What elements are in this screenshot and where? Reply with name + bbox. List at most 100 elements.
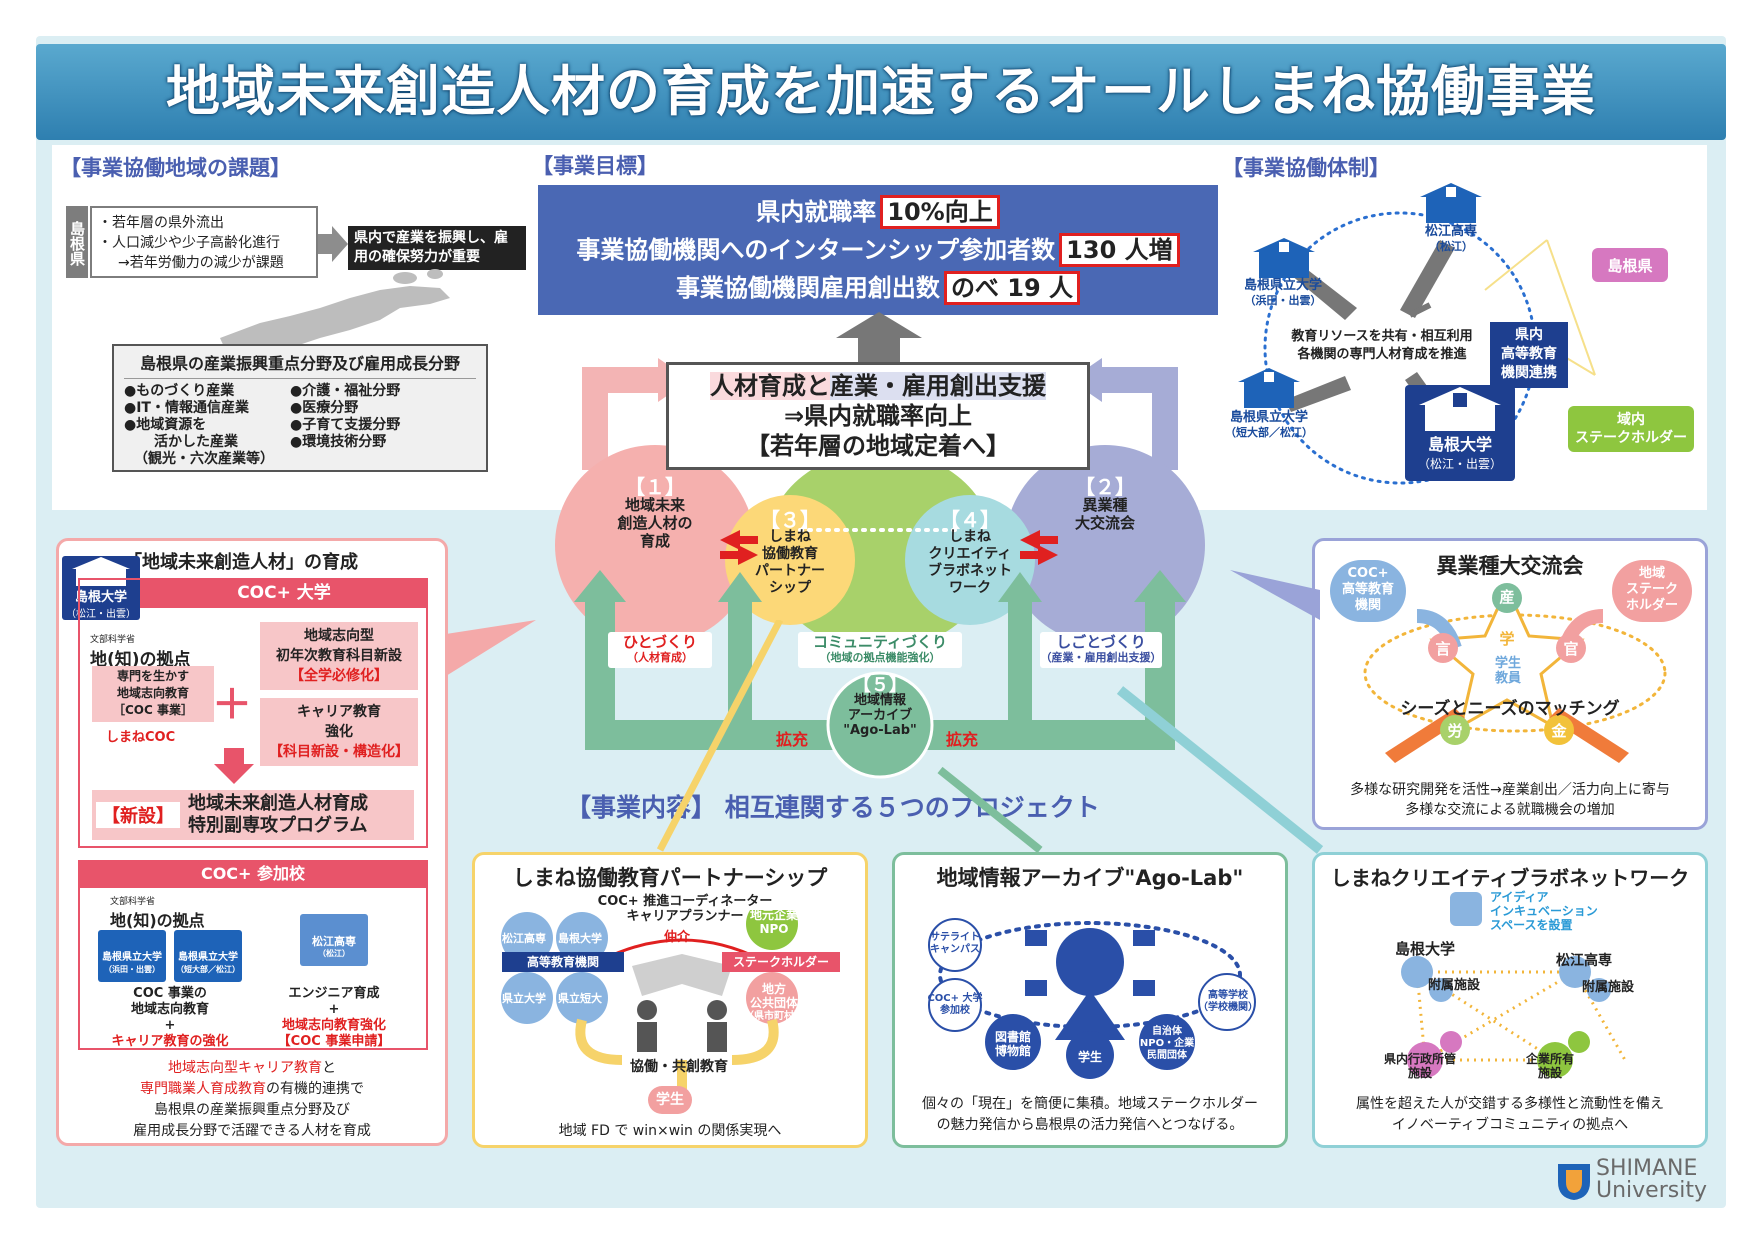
project-1[interactable]: 【１】地域未来創造人材の育成 bbox=[600, 477, 710, 550]
project-5[interactable]: 【５】地域情報アーカイブ"Ago-Lab" bbox=[825, 677, 935, 739]
kigyo-label: 企業所有施設 bbox=[1508, 1052, 1592, 1080]
goal-3-label: 事業協働機関雇用創出数 bbox=[675, 274, 940, 302]
goal-2-label: 事業協働機関へのインターンシップ参加者数 bbox=[576, 236, 1056, 264]
text-line: + bbox=[164, 1018, 176, 1033]
satellite-label: サテライトキャンパス bbox=[925, 932, 985, 956]
label-main: 島根県立大学 bbox=[102, 952, 162, 963]
creative-diagram bbox=[1401, 892, 1627, 1078]
logo-line-2: University bbox=[1596, 1178, 1707, 1203]
center-line-3: 【若年層の地域定着へ】 bbox=[746, 432, 1010, 460]
connector-lines bbox=[656, 620, 1324, 854]
project-name: 大交流会 bbox=[1074, 514, 1135, 532]
center-line: 各機関の専門人材育成を推進 bbox=[1297, 347, 1467, 362]
seal-kan: 官 bbox=[1563, 640, 1579, 658]
project-2[interactable]: 【２】異業種大交流会 bbox=[1050, 475, 1160, 532]
area-item: ●環境技術分野 bbox=[290, 434, 387, 450]
structure-center: 教育リソースを共有・相互利用各機関の専門人材育成を推進 bbox=[1282, 328, 1482, 364]
program-line: 特別副専攻プログラム bbox=[188, 815, 368, 836]
bubble-line: 公共団体 bbox=[749, 996, 798, 1010]
high-school-label: 高等学校（学校機関） bbox=[1198, 990, 1258, 1014]
network-box: 県内高等教育機関連携 bbox=[1490, 322, 1568, 388]
library-label: 図書館博物館 bbox=[985, 1030, 1041, 1058]
label-line: COC+ 大学 bbox=[927, 993, 983, 1004]
text-line: エンジニア育成 bbox=[288, 986, 380, 1001]
label-sub: （短大部／松江） bbox=[176, 965, 240, 974]
stake-bubble: 地域ステークホルダー bbox=[1612, 560, 1692, 622]
project-name: 地域未来 bbox=[624, 496, 685, 514]
partner-diagram bbox=[501, 910, 798, 1090]
label-sub: （松江・出雲） bbox=[66, 609, 136, 620]
areas-box: 島根県の産業振興重点分野及び雇用成長分野 ●ものづくり産業 ●IT・情報通信産業… bbox=[112, 344, 488, 472]
project-name: 異業種 bbox=[1082, 496, 1128, 514]
stakeholder-line: ステークホルダー bbox=[1575, 430, 1687, 446]
arrow-right-icon bbox=[318, 226, 348, 262]
school-bubble: 県立短大 bbox=[558, 992, 602, 1005]
school-bubble: 島根大学 bbox=[558, 932, 602, 945]
label-main: ひとづくり bbox=[623, 633, 697, 651]
text-red: 【COC 事業申請】 bbox=[277, 1034, 391, 1049]
areas-title: 島根県の産業振興重点分野及び雇用成長分野 bbox=[124, 350, 476, 379]
project-num: 【２】 bbox=[1075, 475, 1135, 499]
shigoto-label: しごとづくり（産業・雇用創出支援） bbox=[1040, 632, 1162, 668]
student-label: 学生教員 bbox=[1480, 656, 1536, 686]
school-bubble: 松江高専 bbox=[502, 932, 546, 945]
text-line: COC 事業の bbox=[133, 986, 207, 1001]
chi-small: 文部科学省 bbox=[90, 635, 136, 645]
semmon-line: ［COC 事業］ bbox=[113, 703, 193, 717]
seal-kin: 金 bbox=[1551, 722, 1567, 740]
goals-heading: 【事業目標】 bbox=[532, 154, 658, 178]
agolab-diagram bbox=[928, 918, 1256, 1079]
areas-left: ●ものづくり産業 ●IT・情報通信産業 ●地域資源を 活かした産業 （観光・六次… bbox=[124, 383, 274, 468]
areas-right: ●介護・福祉分野 ●医療分野 ●子育て支援分野 ●環境技術分野 bbox=[290, 383, 400, 468]
fuzoku-label-2: 附属施設 bbox=[1582, 980, 1635, 995]
seal-gen: 言 bbox=[1435, 640, 1451, 658]
coc-univ-header: COC+ 大学 bbox=[140, 578, 428, 608]
label-line: （学校機関） bbox=[1198, 1002, 1258, 1013]
label-line: 図書館 bbox=[994, 1030, 1031, 1044]
project-3[interactable]: 【３】しまね協働教育パートナーシップ bbox=[735, 510, 845, 597]
cocreate-label: 協働・共創教育 bbox=[630, 1059, 728, 1075]
project-name: しまね bbox=[769, 529, 811, 545]
creative-panel bbox=[1312, 852, 1708, 1148]
partner-bottom: 地域 FD で win×win の関係実現へ bbox=[558, 1123, 782, 1139]
project-name: 協働教育 bbox=[762, 546, 818, 562]
bubble-line: NPO bbox=[759, 922, 789, 936]
project-name: シップ bbox=[769, 580, 811, 596]
bubble-line: 地方 bbox=[761, 982, 786, 996]
project-name: "Ago-Lab" bbox=[843, 723, 917, 738]
seal-ro: 労 bbox=[1447, 722, 1463, 740]
new-tag: 【新設】 bbox=[96, 802, 180, 828]
expand-right: 拡充 bbox=[946, 730, 979, 749]
label-line: サテライト bbox=[930, 932, 980, 943]
bubble-line: 地元企業 bbox=[749, 908, 798, 922]
label-sub: （産業・雇用創出支援） bbox=[1040, 651, 1162, 664]
center-line-2: ⇒県内就職率向上 bbox=[783, 402, 973, 430]
label-line: 県内行政所管 bbox=[1383, 1052, 1456, 1066]
arrow-up-icon bbox=[836, 312, 922, 362]
center-l1a: 人材育成と bbox=[710, 372, 830, 400]
text-line: 個々の「現在」を簡便に集積。地域ステークホルダー bbox=[922, 1096, 1258, 1112]
school-icon: 松江高専（松江） bbox=[300, 914, 368, 966]
project-name: クリエイティ bbox=[928, 546, 1012, 562]
goal-1-value: 10%向上 bbox=[880, 195, 1000, 229]
network-line: 高等教育 bbox=[1501, 346, 1557, 362]
issue-3: →若年労働力の減少が課題 bbox=[118, 255, 284, 271]
label-line: 自治体 bbox=[1152, 1026, 1182, 1037]
label-line: 学生 bbox=[1494, 656, 1521, 671]
text: 雇用成長分野で活躍できる人材を育成 bbox=[133, 1123, 371, 1139]
text-line: イノベーティブコミュニティの拠点へ bbox=[1391, 1117, 1629, 1133]
program-box: 【新設】 地域未来創造人材育成特別副専攻プログラム bbox=[92, 790, 414, 840]
box-line: 初年次教育科目新設 bbox=[276, 648, 402, 664]
student-label: 学生 bbox=[1077, 1050, 1102, 1064]
project-name: 地域情報 bbox=[853, 693, 906, 708]
box-1: 地域志向型初年次教育科目新設【全学必修化】 bbox=[260, 622, 418, 690]
callout-pointer bbox=[1230, 570, 1320, 620]
seal-gaku: 学 bbox=[1499, 630, 1515, 648]
community-label: コミュニティづくり（地域の拠点機能強化） bbox=[798, 632, 962, 668]
page-title: 地域未来創造人材の育成を加速するオールしまね協働事業 bbox=[36, 44, 1726, 140]
project-4[interactable]: 【４】しまねクリエイティブラボネットワーク bbox=[915, 510, 1025, 597]
